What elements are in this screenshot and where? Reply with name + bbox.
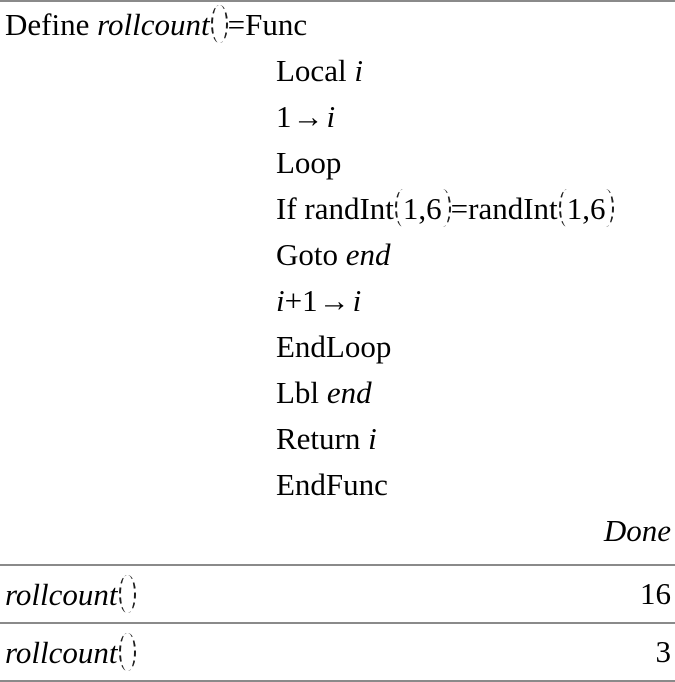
code-text: Local: [276, 53, 355, 88]
code-text: i: [276, 283, 285, 318]
entry-divider: [0, 564, 675, 566]
entry-divider: [0, 622, 675, 624]
history-result[interactable]: 3: [655, 634, 672, 669]
close-paren-icon: [128, 575, 136, 613]
store-arrow-icon: →: [292, 99, 324, 134]
code-text: Goto: [276, 237, 346, 272]
code-line[interactable]: Local i: [0, 48, 675, 94]
bottom-border-line: [0, 680, 675, 682]
history-list: rollcount 16 rollcount 3: [0, 564, 675, 682]
code-text: Loop: [276, 145, 342, 180]
code-text: Return: [276, 421, 369, 456]
code-text: EndFunc: [276, 467, 388, 502]
code-text: rollcount: [5, 577, 118, 612]
open-paren-icon: [118, 633, 127, 671]
close-paren-icon: [128, 633, 136, 671]
code-text: Define: [5, 7, 98, 42]
code-line[interactable]: Return i: [0, 416, 675, 462]
code-text: i: [352, 283, 362, 318]
code-line[interactable]: Loop: [0, 140, 675, 186]
close-paren-icon: [220, 5, 228, 43]
history-entry[interactable]: rollcount 16: [0, 566, 675, 622]
store-arrow-icon: →: [318, 283, 350, 318]
open-paren-icon: [210, 5, 219, 43]
history-expression[interactable]: rollcount: [5, 633, 136, 671]
top-border-line: [0, 0, 675, 2]
open-paren-icon: [118, 575, 127, 613]
code-text: Lbl: [276, 375, 327, 410]
history-expression[interactable]: rollcount: [5, 575, 136, 613]
code-line[interactable]: Define rollcount =Func: [0, 2, 675, 48]
code-line[interactable]: Lbl end: [0, 370, 675, 416]
code-text: 1,6: [566, 191, 606, 226]
code-text: =: [227, 7, 246, 42]
history-entry[interactable]: rollcount 3: [0, 624, 675, 680]
code-text: i: [368, 421, 377, 456]
code-text: +1: [284, 283, 318, 318]
status-done: Done: [603, 513, 671, 548]
code-text: i: [354, 53, 363, 88]
code-line[interactable]: EndLoop: [0, 324, 675, 370]
open-paren-icon: [394, 189, 403, 227]
code-text: EndLoop: [276, 329, 392, 364]
code-text: 1,6: [402, 191, 442, 226]
code-text: i: [326, 99, 336, 134]
code-text: rollcount: [97, 7, 210, 42]
code-line[interactable]: i+1→i: [0, 278, 675, 324]
code-line[interactable]: EndFunc: [0, 462, 675, 508]
close-paren-icon: [606, 189, 615, 227]
code-text: end: [326, 375, 372, 410]
code-text: =randInt: [450, 191, 558, 226]
close-paren-icon: [443, 189, 451, 227]
code-text: Func: [245, 7, 308, 42]
code-text: end: [345, 237, 391, 272]
history-result[interactable]: 16: [640, 576, 671, 611]
code-text: rollcount: [5, 635, 118, 670]
code-line[interactable]: Goto end: [0, 232, 675, 278]
code-line[interactable]: 1→i: [0, 94, 675, 140]
code-text: If randInt: [276, 191, 394, 226]
open-paren-icon: [558, 189, 567, 227]
code-text: 1: [276, 99, 292, 134]
